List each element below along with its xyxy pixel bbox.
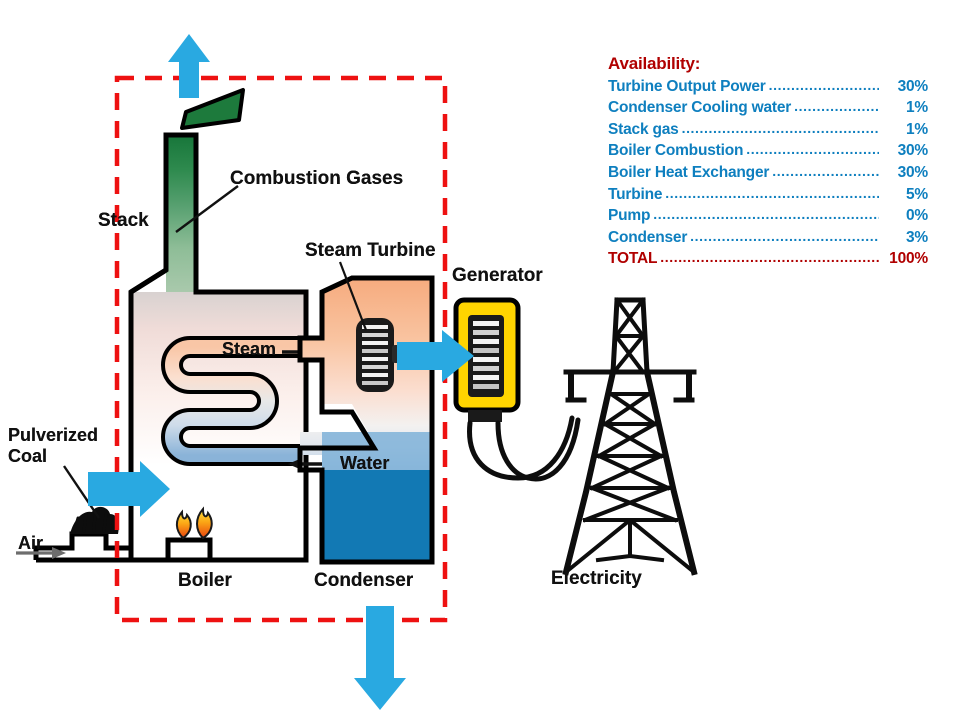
combustion-gas-plume: [180, 88, 245, 130]
availability-item-label: TOTAL: [608, 250, 658, 268]
label-steam: Steam: [222, 339, 277, 359]
dot-leader: ........................................…: [653, 206, 879, 223]
availability-item-label: Pump: [608, 207, 651, 225]
availability-row: Turbine Output Power....................…: [608, 76, 928, 98]
availability-item-value: 100%: [889, 250, 928, 268]
power-out-arrow: [397, 330, 474, 382]
availability-item-value: 5%: [905, 185, 928, 203]
label-steam-turbine: Steam Turbine: [305, 240, 436, 261]
availability-item-value: 30%: [897, 77, 929, 95]
availability-item-value: 0%: [905, 207, 928, 225]
dot-leader: ........................................…: [681, 119, 879, 136]
availability-item-label: Boiler Combustion: [608, 142, 744, 160]
availability-list: Turbine Output Power....................…: [608, 76, 928, 270]
heat-exchanger-coil: [161, 336, 300, 466]
availability-row: Boiler Heat Exchanger...................…: [608, 162, 928, 184]
availability-title: Availability:: [608, 54, 701, 73]
label-combustion-gases: Combustion Gases: [230, 168, 404, 189]
availability-row: Condenser Cooling water.................…: [608, 97, 928, 119]
column-outline: [297, 275, 435, 565]
label-pulverized-coal: Pulverized Coal: [8, 425, 99, 466]
dot-leader: ........................................…: [772, 162, 879, 179]
stack-column: [166, 135, 196, 292]
dot-leader: ........................................…: [665, 184, 879, 201]
condenser-water-top: [322, 432, 432, 470]
stack-gas-out-arrow: [168, 34, 210, 98]
heat-rejected-arrow: [354, 606, 406, 710]
availability-item-label: Stack gas: [608, 120, 679, 138]
availability-row: Condenser...............................…: [608, 227, 928, 249]
availability-item-value: 1%: [905, 99, 928, 117]
label-air: Air: [18, 533, 44, 553]
availability-item-label: Turbine: [608, 185, 663, 203]
availability-item-value: 30%: [897, 142, 929, 160]
availability-item-value: 1%: [905, 120, 928, 138]
availability-panel: Availability: Turbine Output Power......…: [608, 54, 928, 270]
combustion-gases-leader: [175, 185, 239, 233]
availability-row: Boiler Combustion.......................…: [608, 140, 928, 162]
dot-leader: ........................................…: [660, 249, 879, 266]
availability-item-label: Condenser Cooling water: [608, 99, 792, 117]
availability-row: TOTAL...................................…: [608, 248, 928, 270]
label-condenser: Condenser: [314, 570, 414, 591]
transmission-cables: [467, 415, 581, 482]
availability-item-label: Boiler Heat Exchanger: [608, 163, 770, 181]
label-generator: Generator: [452, 265, 543, 286]
availability-item-label: Turbine Output Power: [608, 77, 766, 95]
dot-leader: ........................................…: [794, 98, 879, 115]
availability-item-label: Condenser: [608, 228, 688, 246]
stack-shoulder: [129, 267, 168, 295]
air-inlet-arrow: [16, 547, 66, 559]
burner-flames: [175, 506, 213, 540]
availability-row: Pump....................................…: [608, 205, 928, 227]
label-boiler: Boiler: [178, 570, 232, 591]
dot-leader: ........................................…: [768, 76, 879, 93]
pulverized-coal-leader: [63, 465, 100, 519]
coal-in-arrow: [88, 461, 170, 517]
label-stack: Stack: [98, 210, 149, 231]
generator-rotor: [473, 321, 499, 389]
dot-leader: ........................................…: [690, 227, 879, 244]
label-water: Water: [340, 453, 390, 473]
dot-leader: ........................................…: [746, 141, 879, 158]
label-electricity: Electricity: [551, 568, 642, 589]
coal-pile: [70, 506, 119, 534]
condenser-water: [322, 470, 432, 562]
steam-turbine-leader: [338, 261, 368, 331]
availability-item-value: 30%: [897, 163, 929, 181]
availability-item-value: 3%: [905, 228, 928, 246]
transmission-tower: [562, 297, 698, 576]
availability-row: Stack gas...............................…: [608, 119, 928, 141]
availability-row: Turbine.................................…: [608, 184, 928, 206]
